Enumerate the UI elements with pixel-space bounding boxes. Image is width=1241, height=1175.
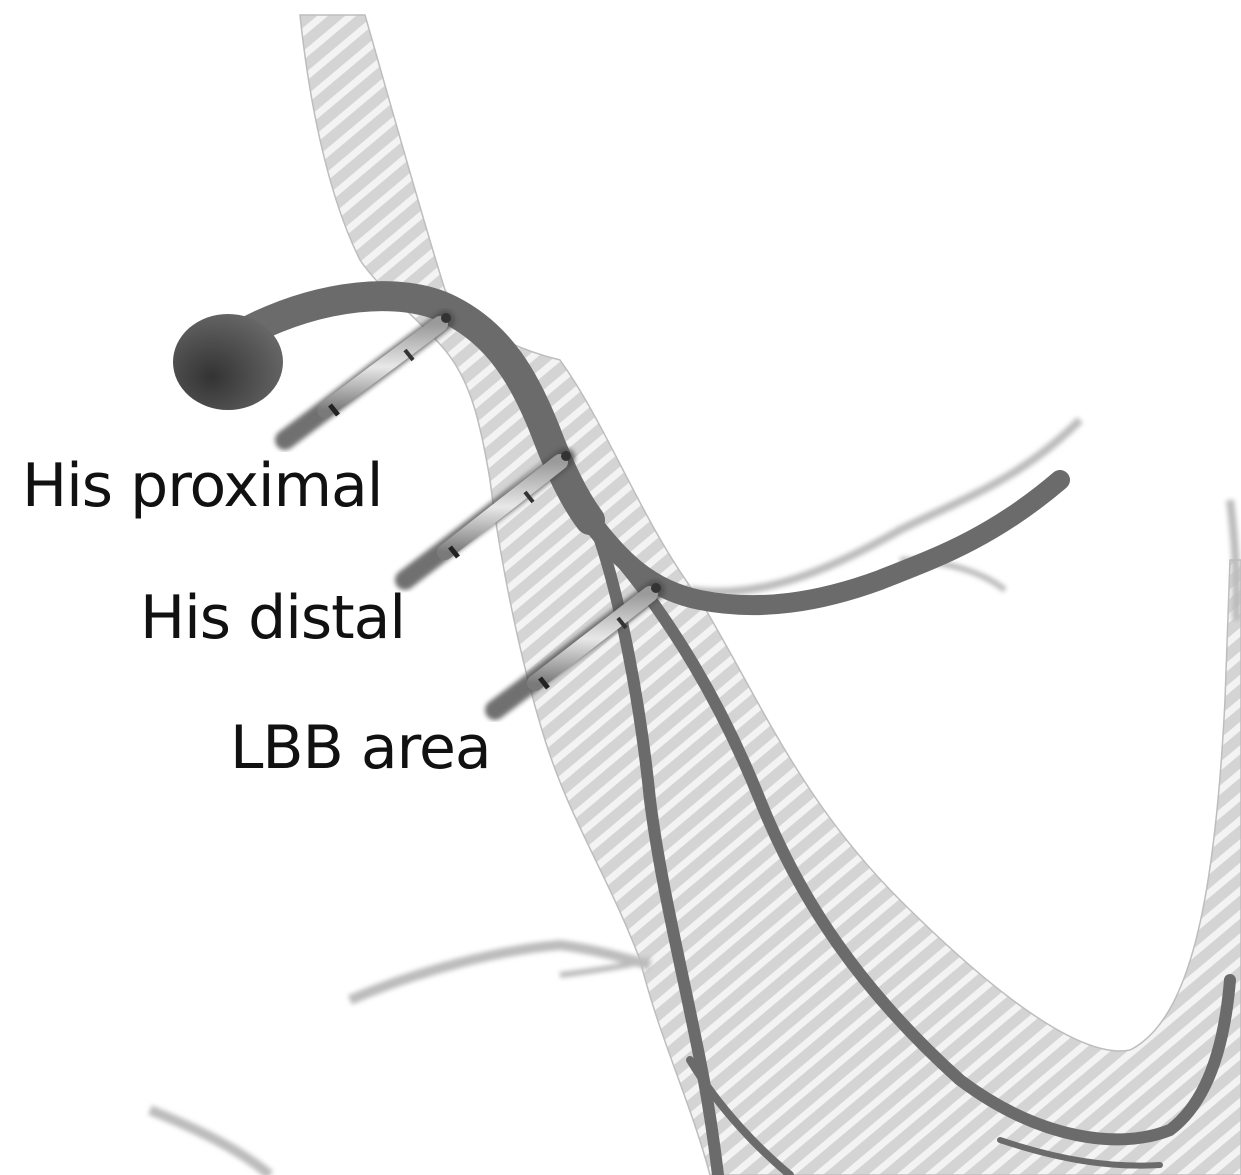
label-lbb-area: LBB area: [230, 718, 491, 778]
av-node: [173, 314, 283, 410]
label-his-distal: His distal: [140, 588, 405, 648]
label-his-proximal: His proximal: [22, 456, 382, 516]
lead-his-proximal: [285, 313, 451, 440]
